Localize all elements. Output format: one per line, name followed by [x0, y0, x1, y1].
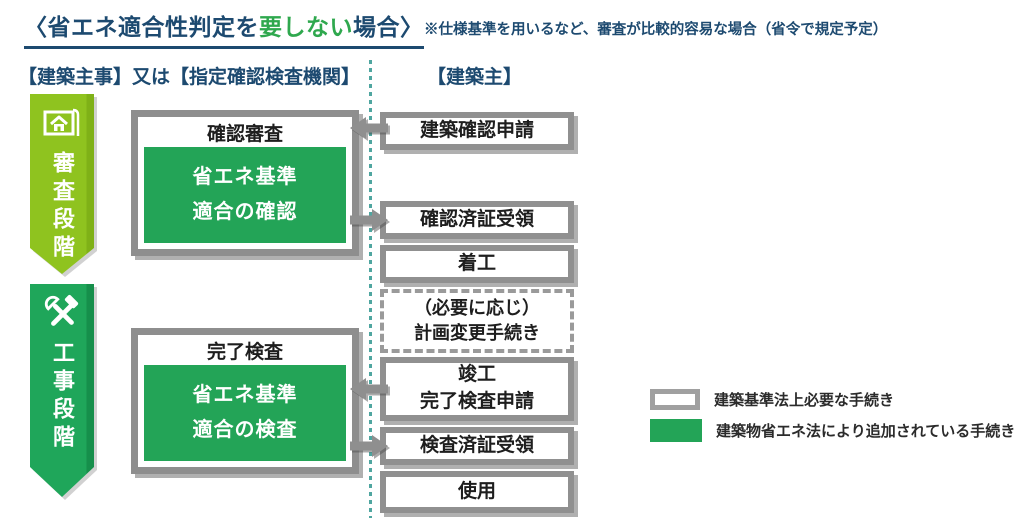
title-note: ※仕様基準を用いるなど、審査が比較的容易な場合（省令で規定予定）	[424, 22, 888, 38]
legend-label: 建築基準法上必要な手続き	[714, 392, 895, 409]
arrow-left-icon	[350, 378, 388, 400]
house-plan-icon	[41, 103, 83, 143]
arrow-right-icon	[350, 209, 388, 231]
title-suffix: 場合〉	[353, 14, 424, 40]
legend-label: 建築物省エネ法により追加されている手続き	[716, 423, 1016, 440]
process-box-title: 完了検査	[206, 341, 283, 363]
step-label: 完了検査申請	[419, 391, 534, 412]
title-highlight: 要しない	[259, 14, 353, 40]
step-label: 使用	[457, 480, 496, 502]
crossed-tools-icon	[41, 293, 83, 333]
legend: 建築基準法上必要な手続き 建築物省エネ法により追加されている手続き	[650, 389, 1015, 442]
stage-ribbon-construction: 工事段階	[30, 284, 94, 497]
step-label: 確認済証受領	[419, 208, 534, 230]
step-confirmation-certificate-receipt: 確認済証受領	[380, 201, 574, 239]
step-label: 建築確認申請	[419, 119, 534, 141]
stage-label-construction: 工事段階	[50, 341, 75, 453]
arrow-right-icon	[350, 435, 388, 457]
process-box-completion-inspection: 完了検査 省エネ基準 適合の検査	[131, 328, 359, 474]
header-building-owner: 【建築主】	[427, 67, 523, 88]
energy-standard-inspection-panel: 省エネ基準 適合の検査	[144, 365, 346, 461]
step-completion-inspection-application: 竣工 完了検査申請	[380, 357, 574, 421]
legend-row-added: 建築物省エネ法により追加されている手続き	[650, 419, 1015, 442]
arrow-left-icon	[350, 117, 388, 139]
legend-row-required: 建築基準法上必要な手続き	[650, 389, 1015, 410]
panel-line: 省エネ基準	[192, 166, 298, 188]
panel-line: 省エネ基準	[192, 384, 298, 406]
panel-line: 適合の確認	[192, 201, 298, 223]
stage-ribbon-review: 審査段階	[30, 94, 94, 274]
column-divider-dotted-line	[369, 60, 372, 518]
header-reviewer: 【建築主事】又は【指定確認検査機関】	[18, 67, 361, 88]
step-label: 着工	[457, 252, 496, 274]
step-building-confirmation-application: 建築確認申請	[380, 112, 574, 150]
step-label: （必要に応じ）	[414, 297, 540, 318]
step-use: 使用	[380, 471, 574, 513]
step-label: 竣工	[457, 364, 496, 386]
step-inspection-certificate-receipt: 検査済証受領	[380, 427, 574, 465]
step-plan-change-procedure: （必要に応じ） 計画変更手続き	[380, 289, 574, 353]
energy-standard-check-panel: 省エネ基準 適合の確認	[144, 147, 346, 243]
panel-line: 適合の検査	[192, 419, 298, 441]
step-construction-start: 着工	[380, 245, 574, 283]
title-prefix: 〈省エネ適合性判定を	[24, 14, 259, 40]
page-title: 〈省エネ適合性判定を要しない場合〉	[24, 8, 424, 49]
step-label: 検査済証受領	[419, 434, 534, 456]
step-label: 計画変更手続き	[414, 323, 540, 343]
legend-swatch-green	[650, 419, 702, 442]
process-box-title: 確認審査	[206, 123, 283, 145]
process-box-confirmation-review: 確認審査 省エネ基準 適合の確認	[131, 110, 359, 256]
stage-label-review: 審査段階	[50, 151, 75, 263]
legend-swatch-white	[650, 389, 700, 410]
